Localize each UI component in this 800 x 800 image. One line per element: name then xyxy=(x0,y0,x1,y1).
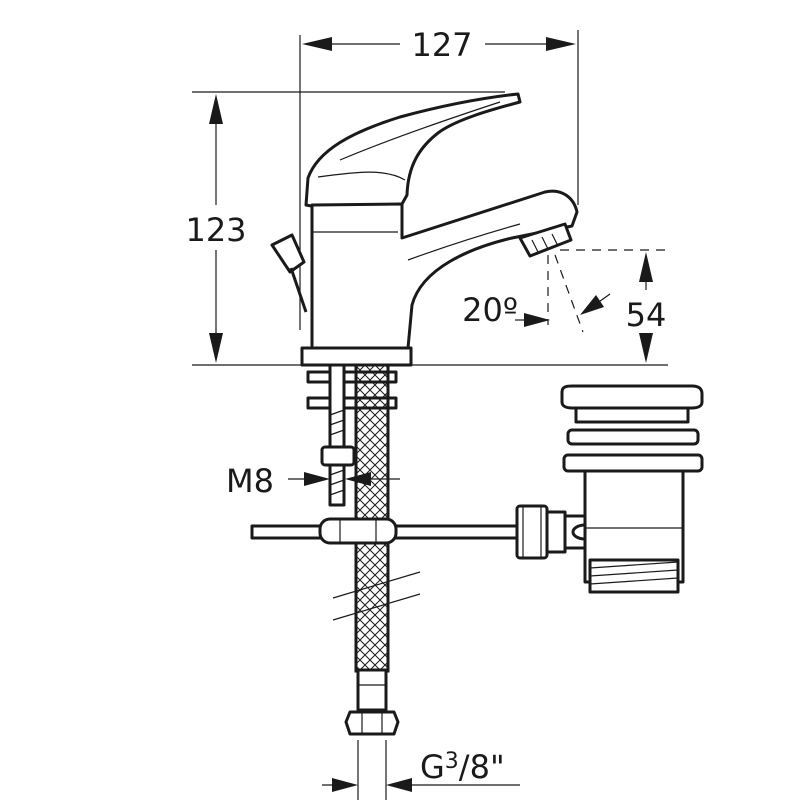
dimension-spout-height: 54 xyxy=(412,249,668,366)
dimension-angle: 20º xyxy=(462,254,611,333)
hose-ferrule xyxy=(356,668,388,712)
dimension-width: 127 xyxy=(299,26,579,330)
pop-up-waste-drain xyxy=(560,384,704,594)
dimension-hose-connection: G3/8" xyxy=(322,740,520,800)
drain-flange-lower xyxy=(562,453,704,473)
dimension-thread: M8 xyxy=(226,462,400,500)
height-label: 123 xyxy=(185,211,246,249)
break-line xyxy=(332,571,421,599)
dimension-height: 123 xyxy=(185,91,505,366)
pop-up-pull-rod xyxy=(270,233,306,274)
rod-clamp xyxy=(318,517,398,545)
spout-height-label: 54 xyxy=(626,296,667,334)
hose-connection-label: G xyxy=(420,748,445,786)
angle-label: 20º xyxy=(462,291,518,329)
pivot-nut xyxy=(515,504,549,560)
aerator-nozzle xyxy=(518,222,573,258)
faucet-body xyxy=(310,189,579,350)
thread-label: M8 xyxy=(226,462,274,500)
base-flange xyxy=(300,346,413,367)
arrow-left xyxy=(302,37,332,51)
width-label: 127 xyxy=(411,26,472,64)
svg-text:G3/8": G3/8" xyxy=(420,748,505,786)
arrow-right xyxy=(546,37,576,51)
hose-connection-fraction-rest: /8" xyxy=(459,748,505,786)
lever-crease xyxy=(317,171,406,181)
mounting-washer-top xyxy=(306,370,398,384)
lever-handle xyxy=(304,92,522,210)
mounting-washer-bottom xyxy=(306,396,398,410)
drain-cap xyxy=(560,384,704,410)
drain-flange-middle xyxy=(566,428,700,446)
hose-connection-fraction-numerator: 3 xyxy=(445,749,459,774)
hose-nut xyxy=(344,710,400,736)
stud-nut xyxy=(320,445,356,467)
